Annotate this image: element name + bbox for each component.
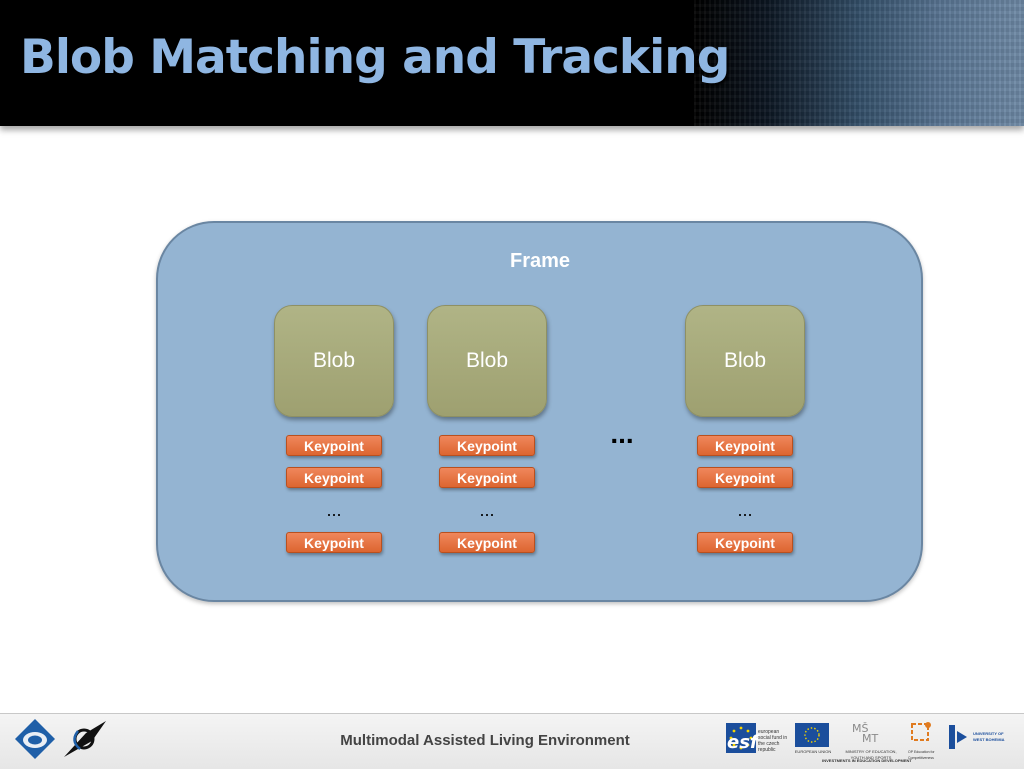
keypoint-3-1: Keypoint — [697, 435, 793, 456]
keypoint-ellipsis-2: ... — [439, 500, 535, 521]
eu-caption: EUROPEAN UNION — [793, 749, 833, 755]
op-logo: OP Education for Competitiveness — [908, 722, 940, 756]
footer-text: Multimodal Assisted Living Environment — [290, 732, 680, 749]
blob-1: Blob — [274, 305, 394, 417]
blob-2: Blob — [427, 305, 547, 417]
university-caption: UNIVERSITY OF WEST BOHEMIA — [973, 731, 1013, 743]
blob-ellipsis: ... — [590, 418, 654, 450]
keypoint-3-2: Keypoint — [697, 467, 793, 488]
blob-label: Blob — [466, 349, 508, 373]
header-texture — [694, 0, 1024, 126]
eu-logo: EUROPEAN UNION — [795, 723, 829, 757]
blob-label: Blob — [724, 349, 766, 373]
ministry-logo: MŠ MT MINISTRY OF EDUCATION, YOUTH AND S… — [838, 722, 902, 756]
keypoint-2-1: Keypoint — [439, 435, 535, 456]
keypoint-ellipsis-1: ... — [286, 500, 382, 521]
frame-label: Frame — [440, 250, 640, 273]
keypoint-2-3: Keypoint — [439, 532, 535, 553]
university-logo-icon — [947, 723, 969, 751]
svg-text:MT: MT — [862, 732, 878, 744]
keypoint-2-2: Keypoint — [439, 467, 535, 488]
msmt-logo-icon: MŠ MT — [850, 722, 890, 744]
keypoint-1-1: Keypoint — [286, 435, 382, 456]
investments-caption: INVESTMENTS IN EDUCATION DEVELOPMENT — [812, 758, 922, 764]
keypoint-1-2: Keypoint — [286, 467, 382, 488]
eu-flag-icon — [795, 723, 829, 747]
esf-text: esf — [727, 732, 758, 753]
keypoint-3-3: Keypoint — [697, 532, 793, 553]
blob-label: Blob — [313, 349, 355, 373]
keypoint-ellipsis-3: ... — [697, 500, 793, 521]
esf-subtext: european social fund in the czech republ… — [758, 729, 792, 753]
esf-logo: esf european social fund in the czech re… — [726, 723, 790, 755]
op-logo-icon — [908, 722, 934, 744]
university-logo: UNIVERSITY OF WEST BOHEMIA — [947, 723, 1011, 753]
keypoint-1-3: Keypoint — [286, 532, 382, 553]
blob-3: Blob — [685, 305, 805, 417]
slide-title: Blob Matching and Tracking — [20, 30, 729, 85]
compass-logo-icon — [60, 719, 108, 759]
diamond-logo-icon — [14, 718, 56, 760]
